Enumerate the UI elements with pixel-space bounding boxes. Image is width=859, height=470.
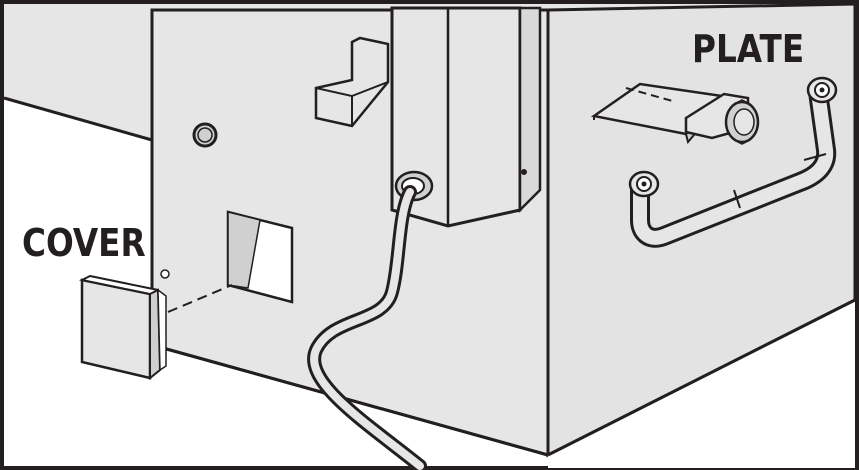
knob [724,99,760,145]
access-opening-shadow [259,219,293,229]
floor-right [548,300,855,468]
screw-hole [160,269,170,279]
handle-mount-upper [806,76,838,104]
cabinet-bottom-edge-right [547,298,856,457]
mounting-hole-inner [197,127,213,143]
access-opening-inner [227,211,261,289]
cabinet-bottom-edge-left [151,343,549,457]
mounting-hole [192,122,218,148]
plate-label: PLATE [692,27,805,71]
hook-bracket [314,36,390,128]
cover-label: COVER [22,221,146,265]
cover-part [78,274,167,381]
handle-rail [630,82,837,248]
cover-leader-line [167,284,233,313]
plate-leader-line [625,87,677,103]
ceiling-edge [3,96,153,142]
control-box [390,6,542,228]
handle-mount-lower [628,170,660,198]
power-cable-fill [310,188,424,470]
